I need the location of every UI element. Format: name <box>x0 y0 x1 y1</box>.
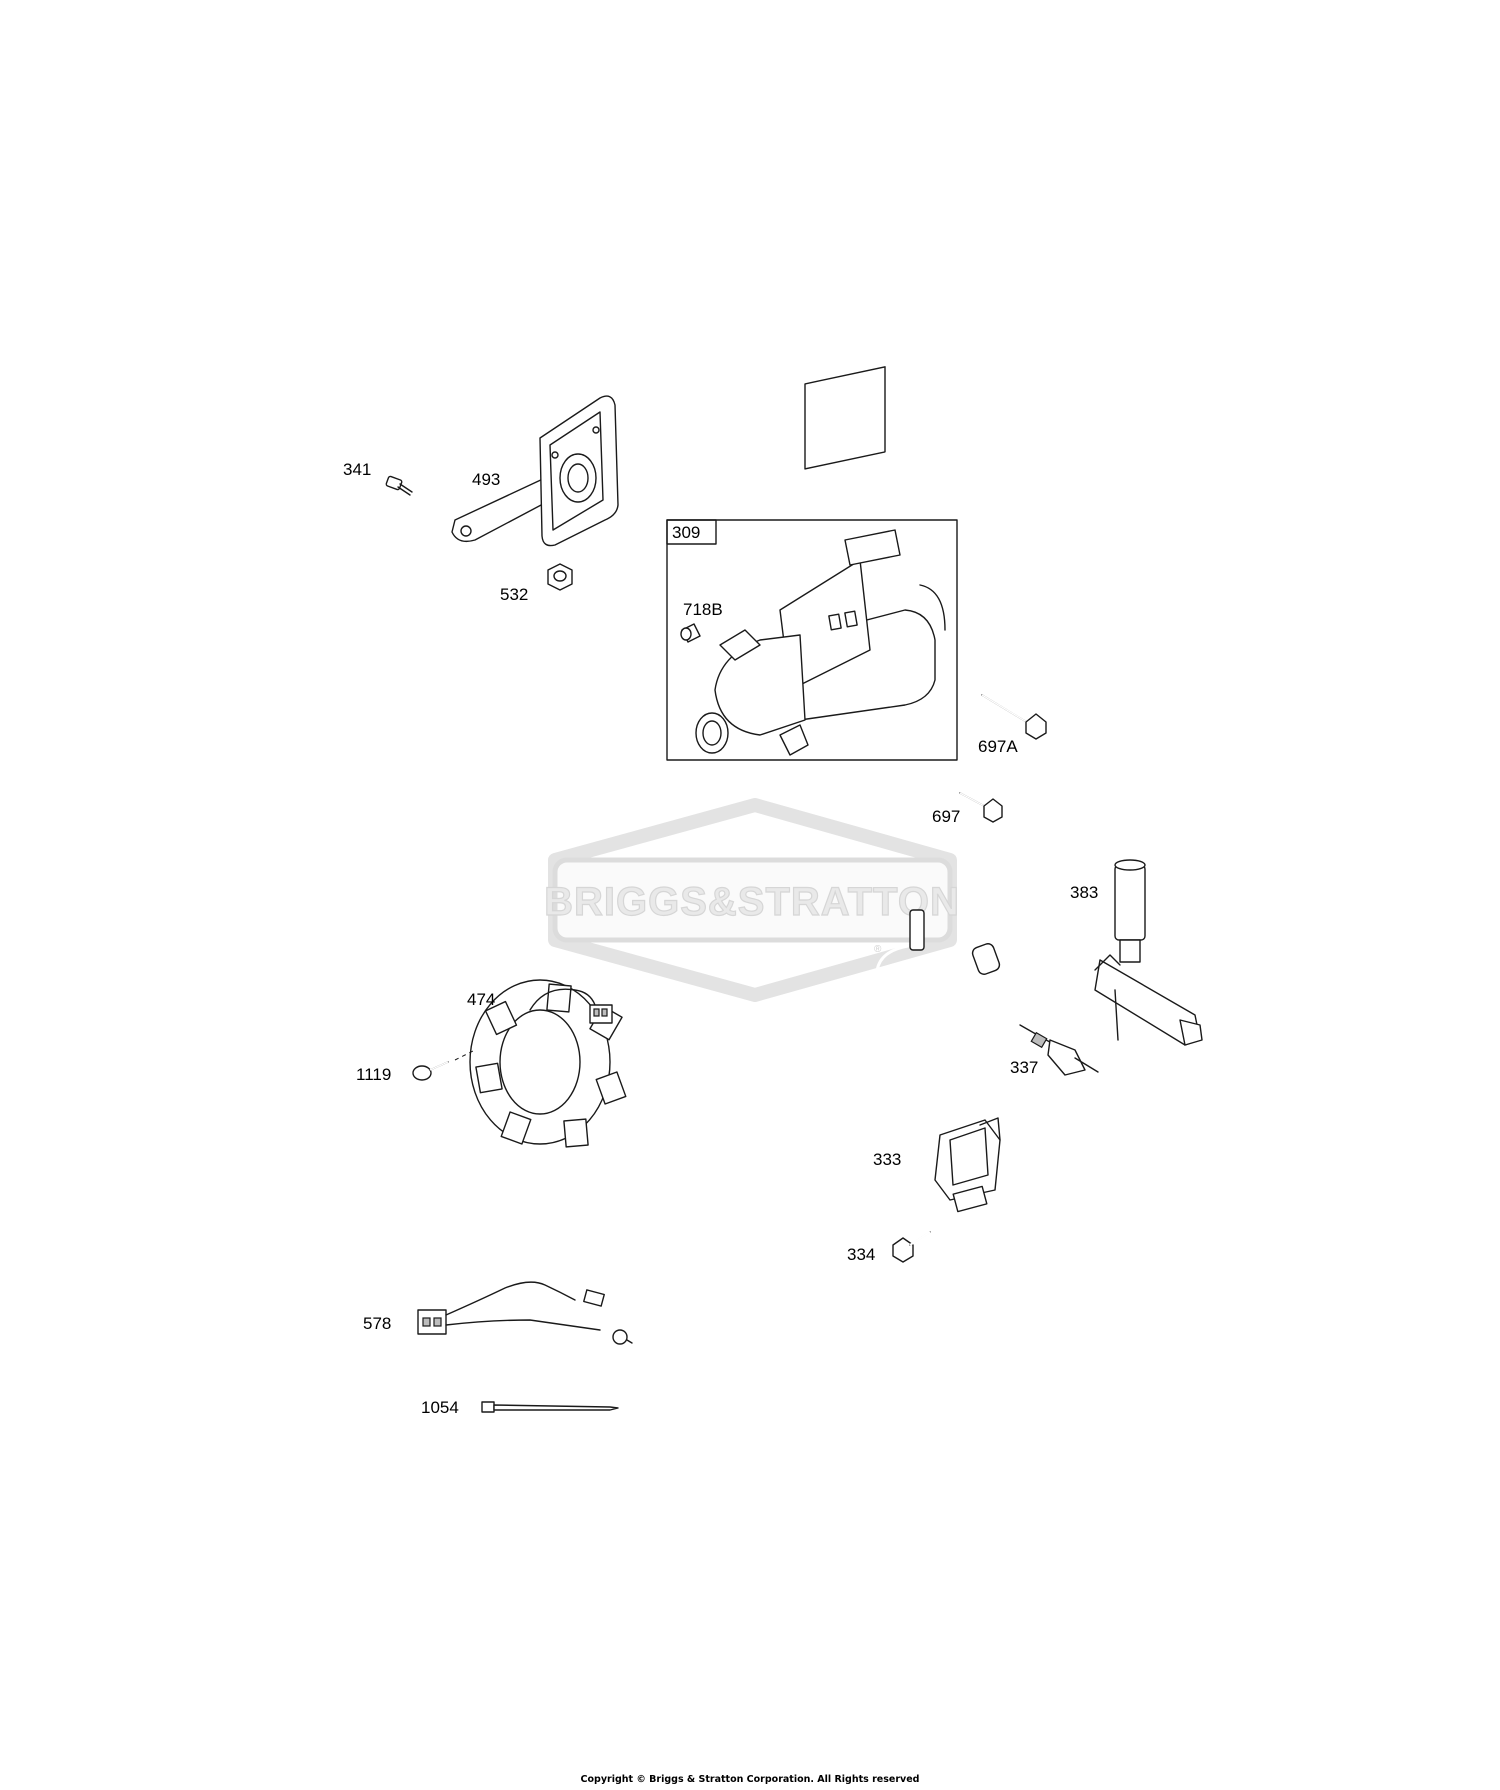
part-493-bracket[interactable] <box>451 395 619 547</box>
label-474: 474 <box>467 990 495 1009</box>
label-334: 334 <box>847 1245 875 1264</box>
part-718B-bushing[interactable] <box>680 623 701 643</box>
brand-watermark: BRIGGS&STRATTON ® <box>544 798 960 1002</box>
part-474-alternator[interactable] <box>469 979 627 1148</box>
part-697A-bolt[interactable] <box>981 694 1047 740</box>
part-1054-cable-tie[interactable] <box>481 1401 619 1413</box>
label-532: 532 <box>500 585 528 604</box>
part-697-bolt[interactable] <box>959 792 1003 823</box>
label-337: 337 <box>1010 1058 1038 1077</box>
label-309: 309 <box>672 523 700 542</box>
copyright-notice: Copyright © Briggs & Stratton Corporatio… <box>581 1774 920 1785</box>
label-697A: 697A <box>978 737 1018 756</box>
part-337-spark-plug[interactable] <box>1019 1024 1099 1076</box>
label-493: 493 <box>472 470 500 489</box>
part-578-ground-wire[interactable] <box>417 1281 633 1345</box>
part-532-nut[interactable] <box>547 563 573 591</box>
part-341-screw[interactable] <box>385 475 413 496</box>
label-333: 333 <box>873 1150 901 1169</box>
label-1119: 1119 <box>356 1065 391 1084</box>
part-1119-screw[interactable] <box>412 1049 476 1081</box>
registered-mark: ® <box>874 944 882 955</box>
label-697: 697 <box>932 807 960 826</box>
watermark-banner <box>552 857 953 943</box>
part-309-starter-motor[interactable] <box>666 366 958 761</box>
label-341: 341 <box>343 460 371 479</box>
watermark-brand-text: BRIGGS&STRATTON <box>544 880 960 924</box>
watermark-diamond-outline <box>548 798 957 1002</box>
part-383-wrench[interactable] <box>1094 859 1203 1046</box>
label-383: 383 <box>1070 883 1098 902</box>
part-333-ignition-coil[interactable] <box>875 909 1001 1213</box>
label-1054: 1054 <box>421 1398 459 1417</box>
label-718B: 718B <box>683 600 723 619</box>
part-334-bolt[interactable] <box>892 1231 931 1263</box>
label-578: 578 <box>363 1314 391 1333</box>
kit-box <box>666 519 958 761</box>
kit-label-box <box>666 519 717 545</box>
